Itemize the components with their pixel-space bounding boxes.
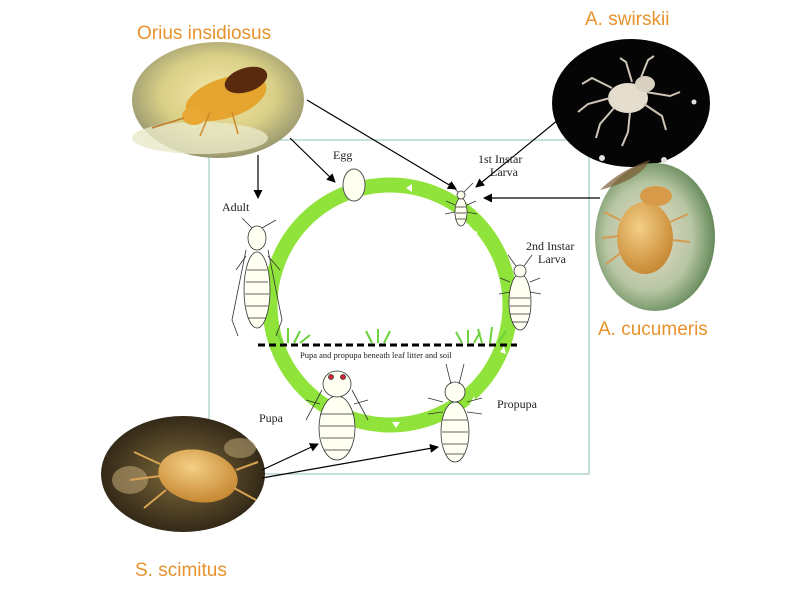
orius-insidiosus-label: Orius insidiosus — [137, 23, 272, 44]
predation-arrows — [253, 99, 600, 479]
propupa-label: Propupa — [497, 397, 537, 411]
diagram-frame — [208, 139, 590, 475]
adult-thrips-icon — [231, 217, 283, 337]
second-instar-larva-icon — [498, 254, 542, 331]
arrow-swirskii-to-larva — [475, 119, 559, 188]
grass-tufts — [275, 326, 507, 344]
arrow-orius-to-larva — [306, 99, 457, 190]
pupa-label: Pupa — [259, 411, 283, 425]
arrow-orius-to-egg — [289, 137, 336, 183]
pupa-icon — [305, 370, 369, 461]
orius-insidiosus-photo — [132, 42, 304, 158]
egg-icon — [342, 168, 366, 202]
lifecycle-ring — [262, 177, 518, 433]
arrow-scimitus-to-propupa — [261, 443, 439, 479]
adult-label: Adult — [222, 200, 250, 214]
second-instar-label-line2: Larva — [538, 252, 566, 266]
arrow-scimitus-to-pupa — [261, 443, 319, 471]
a-swirskii-photo — [552, 39, 710, 167]
first-instar-label-line2: Larva — [490, 165, 518, 179]
s-scimitus-label: S. scimitus — [135, 560, 227, 581]
propupa-icon — [427, 363, 483, 463]
second-instar-label-line1: 2nd Instar — [526, 239, 575, 253]
a-cucumeris-photo — [595, 160, 715, 311]
soil-caption: Pupa and propupa beneath leaf litter and… — [300, 350, 452, 360]
a-swirskii-label: A. swirskii — [585, 9, 670, 30]
ring-direction-marks — [284, 184, 506, 428]
s-scimitus-photo — [101, 416, 265, 532]
a-cucumeris-label: A. cucumeris — [598, 319, 708, 340]
egg-label: Egg — [333, 148, 353, 162]
first-instar-label-line1: 1st Instar — [478, 152, 523, 166]
first-instar-larva-icon — [444, 182, 478, 227]
